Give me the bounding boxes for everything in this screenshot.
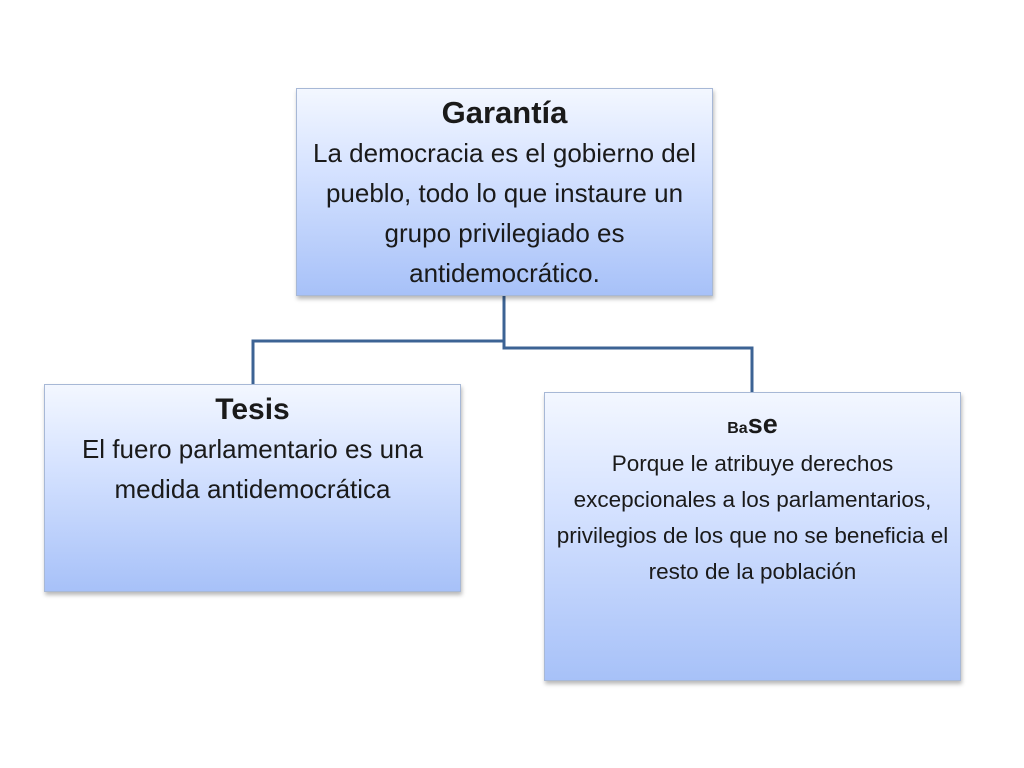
garantia-box: Garantía La democracia es el gobierno de… — [296, 88, 713, 296]
base-text: Porque le atribuye derechos excepcionale… — [556, 451, 949, 584]
tesis-text: El fuero parlamentario es una medida ant… — [81, 434, 424, 504]
connector-to-base — [502, 296, 754, 392]
base-title-part2: se — [747, 409, 778, 439]
base-title: Base — [545, 407, 960, 446]
base-title-part1: Ba — [727, 420, 748, 437]
garantia-title: Garantía — [441, 95, 568, 130]
connector-to-tesis — [251, 296, 506, 384]
tesis-box: Tesis El fuero parlamentario es una medi… — [44, 384, 461, 592]
tesis-title: Tesis — [215, 393, 290, 426]
base-box: Base Porque le atribuye derechos excepci… — [544, 392, 961, 681]
garantia-text: La democracia es el gobierno del pueblo,… — [312, 138, 697, 288]
